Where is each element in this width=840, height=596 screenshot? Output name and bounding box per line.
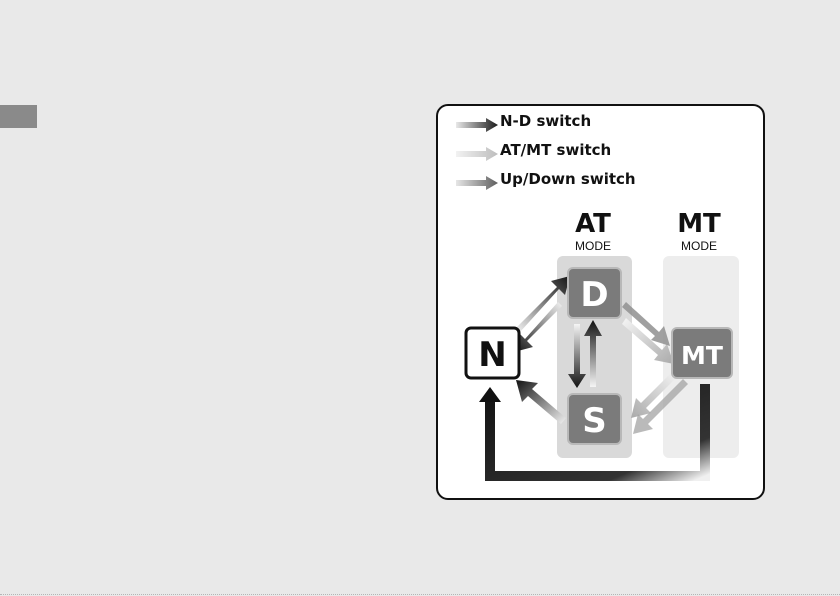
legend-label-nd: N-D switch: [500, 112, 591, 130]
mt-to-n-arrowhead: [479, 387, 501, 402]
diagram-canvas: N-D switch AT/MT switch Up/Down switch A…: [438, 106, 763, 498]
s-position: S: [568, 394, 621, 444]
d-position: D: [568, 268, 621, 318]
at-mode-subtitle: MODE: [575, 239, 611, 253]
d-position-label: D: [580, 275, 608, 315]
s-position-label: S: [582, 401, 607, 441]
n-position-label: N: [478, 335, 506, 375]
legend-item-atmt: AT/MT switch: [456, 141, 611, 161]
n-position: N: [466, 328, 519, 378]
light-arrow-icon: [456, 147, 498, 161]
legend-item-updown: Up/Down switch: [456, 170, 636, 190]
gray-arrow-icon: [456, 176, 498, 190]
chapter-tab: [0, 105, 37, 128]
legend-label-updown: Up/Down switch: [500, 170, 636, 188]
dark-arrow-icon: [456, 118, 498, 132]
legend: N-D switch AT/MT switch Up/Down switch: [456, 112, 636, 190]
legend-item-nd: N-D switch: [456, 112, 591, 132]
mt-position: MT: [672, 328, 732, 378]
mt-mode-subtitle: MODE: [681, 239, 717, 253]
shift-mode-diagram: N-D switch AT/MT switch Up/Down switch A…: [436, 104, 765, 500]
legend-label-atmt: AT/MT switch: [500, 141, 611, 159]
at-mode-title: AT: [575, 209, 611, 239]
mt-mode-title: MT: [677, 209, 721, 239]
mt-position-label: MT: [681, 341, 723, 370]
